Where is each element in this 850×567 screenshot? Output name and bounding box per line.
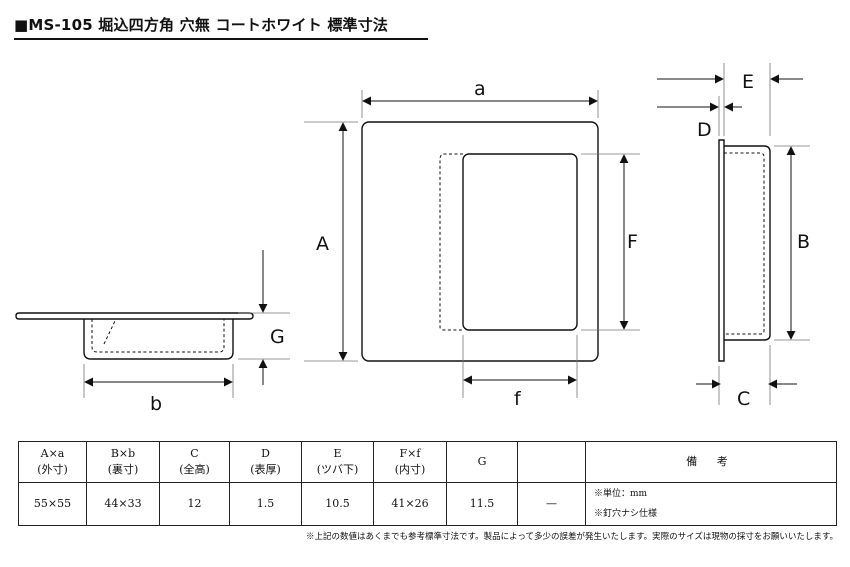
table-header-row: A×a(外寸) B×b(裏寸) C(全高) D(表厚) E(ツバ下) F×f(内… (18, 441, 837, 483)
side-flange (718, 139, 725, 362)
technical-drawing: a A F f b G (15, 63, 810, 415)
note-unit: ※単位：mm (594, 489, 648, 499)
left-side-view (15, 312, 254, 360)
right-side-view (718, 139, 771, 362)
side-recess-hidden (724, 152, 765, 335)
label-F: F (627, 231, 638, 253)
label-f: f (514, 388, 522, 410)
header-cell: C(全高) (159, 441, 230, 483)
inner-opening (462, 153, 578, 331)
label-a: a (474, 78, 486, 100)
front-view (361, 121, 599, 362)
flange-plate (15, 312, 254, 320)
label-C: C (737, 388, 750, 410)
table-row: 55×55 44×33 12 1.5 10.5 41×26 11.5 — ※単位… (18, 482, 837, 526)
title-underline (14, 38, 428, 40)
side-recess-body (724, 145, 771, 341)
recess-inner-hidden (91, 319, 225, 353)
dimension-table: A×a(外寸) B×b(裏寸) C(全高) D(表厚) E(ツバ下) F×f(内… (18, 441, 837, 526)
header-cell: F×f(内寸) (373, 441, 447, 483)
header-cell: D(表厚) (229, 441, 302, 483)
front-dimension-lines (338, 96, 629, 385)
hidden-slant (103, 320, 116, 345)
label-A: A (316, 233, 329, 255)
value-cell: — (517, 482, 586, 526)
label-D: D (697, 119, 712, 141)
value-cell: 41×26 (373, 482, 447, 526)
notes-cell: ※単位：mm ※釘穴ナシ仕様 (585, 482, 837, 526)
hidden-recess (439, 153, 463, 331)
label-G: G (270, 326, 285, 348)
header-cell (517, 441, 586, 483)
header-cell: E(ツバ下) (301, 441, 374, 483)
recess-body (83, 319, 234, 360)
note-spec: ※釘穴ナシ仕様 (594, 509, 658, 519)
value-cell: 11.5 (446, 482, 518, 526)
value-cell: 55×55 (18, 482, 87, 526)
value-cell: 44×33 (86, 482, 160, 526)
label-B: B (797, 231, 810, 253)
page-title: ■MS-105 堀込四方角 穴無 コートホワイト 標準寸法 (14, 16, 389, 34)
footnote: ※上記の数値はあくまでも参考標準寸法です。製品によって多少の誤差が発生いたします… (305, 532, 838, 542)
header-cell: B×b(裏寸) (86, 441, 160, 483)
outer-plate (361, 121, 599, 362)
label-E: E (742, 71, 754, 93)
value-cell: 12 (159, 482, 230, 526)
left-extension-lines (83, 312, 290, 398)
header-cell: A×a(外寸) (18, 441, 87, 483)
value-cell: 10.5 (301, 482, 374, 526)
value-cell: 1.5 (229, 482, 302, 526)
front-extension-lines (304, 90, 640, 398)
left-dimension-lines (84, 250, 268, 387)
label-b: b (150, 393, 162, 415)
notes-header-cell: 備 考 (585, 441, 837, 483)
right-extension-lines (718, 63, 810, 405)
right-dimension-lines (657, 74, 803, 389)
header-cell: G (446, 441, 518, 483)
